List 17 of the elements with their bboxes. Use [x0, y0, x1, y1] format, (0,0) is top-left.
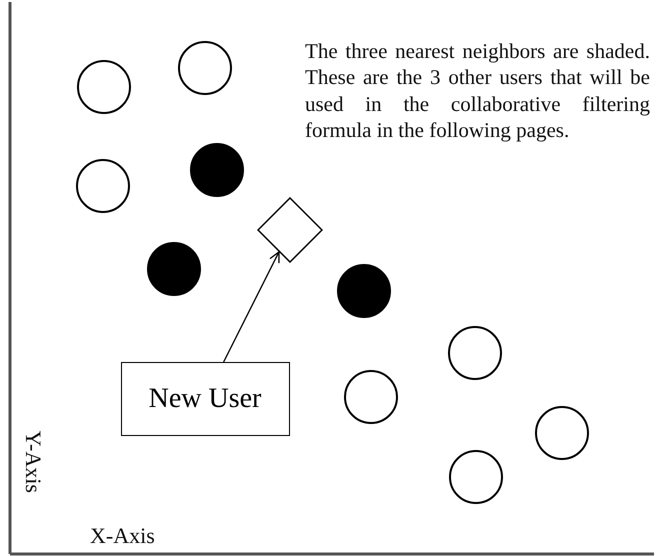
arrow	[223, 251, 280, 362]
axis-label: Y-Axis	[20, 430, 47, 493]
axis-label: X-Axis	[90, 522, 155, 550]
circle	[449, 450, 503, 504]
circle	[77, 60, 131, 114]
circle	[76, 159, 130, 213]
circle	[535, 406, 589, 460]
filled-circle	[190, 143, 244, 197]
label-box	[120, 362, 290, 436]
circle	[178, 41, 232, 95]
filled-circle	[147, 242, 201, 296]
circle	[448, 326, 502, 380]
filled-circle	[337, 264, 391, 318]
box-label: New User	[148, 383, 262, 415]
circle	[344, 370, 398, 424]
note-text: The three nearest neighbors are shaded. These are the 3 other users that will be used in the collaborative filtering formula in the following pages.	[305, 38, 650, 143]
diamond	[257, 197, 323, 263]
